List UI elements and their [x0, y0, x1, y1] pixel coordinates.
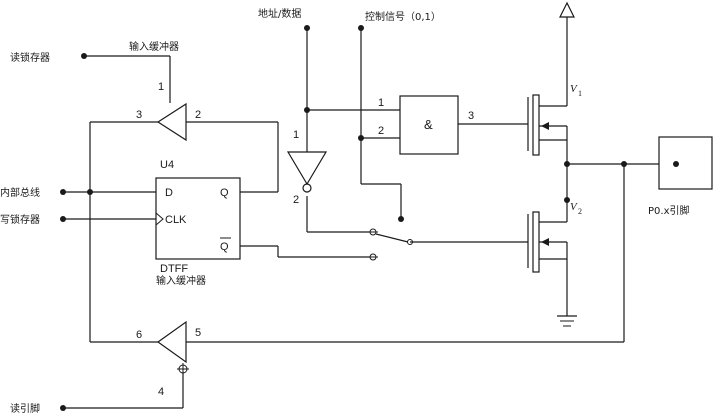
- pin-label-qbar: Q: [220, 241, 229, 253]
- label-addr-data: 地址/数据: [258, 7, 301, 20]
- label-internal-bus: 内部总线: [0, 186, 40, 199]
- junction-bus: [87, 189, 93, 195]
- pin-label-d: D: [165, 187, 173, 199]
- pin-num-buf-bot-4: 4: [158, 386, 164, 398]
- terminal-read-latch: [81, 53, 87, 59]
- pin-num-buf-top-1: 1: [158, 81, 164, 93]
- switch-control-dot: [398, 216, 404, 222]
- and-symbol: &: [424, 117, 433, 132]
- label-read-pin: 读引脚: [10, 402, 40, 415]
- junction-v-node: [564, 161, 570, 167]
- label-control-signal: 控制信号（0,1）: [365, 10, 441, 23]
- wires: [63, 17, 659, 409]
- label-write-latch: 写锁存器: [0, 213, 40, 226]
- pin-num-and-3: 3: [468, 110, 474, 122]
- terminal-write-latch: [60, 216, 66, 222]
- pin-num-buf-bot-6: 6: [136, 329, 142, 341]
- junction-addr: [304, 107, 310, 113]
- label-v1: V: [570, 83, 578, 95]
- vcc-symbol: [559, 1, 575, 18]
- pin-num-buf-bot-5: 5: [195, 327, 201, 339]
- inverter: [286, 151, 328, 193]
- label-input-buffer-top: 输入缓冲器: [129, 40, 179, 53]
- clk-triangle: [155, 212, 164, 226]
- terminal-addr-data: [304, 25, 310, 31]
- output-pin: [658, 136, 713, 190]
- mosfet-v1: [527, 94, 568, 156]
- pin-num-and-1: 1: [378, 97, 384, 109]
- label-v2-sub: 2: [578, 207, 582, 216]
- terminal-control: [358, 25, 364, 31]
- d-flip-flop: [155, 177, 241, 260]
- label-v1-sub: 1: [578, 89, 582, 98]
- terminal-internal-bus: [60, 189, 66, 195]
- mosfet-v2: [527, 211, 568, 273]
- mux-switch: [368, 228, 413, 261]
- label-dtff: DTFF: [160, 263, 188, 275]
- labels: 读锁存器 输入缓冲器 内部总线 写锁存器 读引脚 地址/数据 控制信号（0,1）…: [0, 7, 690, 415]
- junction-ctrl: [358, 135, 364, 141]
- pin-num-inv-2: 2: [293, 194, 299, 206]
- pin-num-and-2: 2: [378, 125, 384, 137]
- label-output-pin: P0.x引脚: [648, 204, 690, 217]
- buffer-bottom: [156, 320, 189, 375]
- buffer-top: [156, 102, 187, 142]
- pin-num-inv-1: 1: [293, 129, 299, 141]
- label-chip-u4: U4: [160, 159, 174, 171]
- label-input-buffer-bottom: 输入缓冲器: [156, 274, 206, 287]
- and-gate: [399, 95, 459, 155]
- junction-v2-drain: [564, 197, 570, 203]
- label-read-latch: 读锁存器: [10, 51, 50, 64]
- pin-label-clk: CLK: [165, 214, 187, 226]
- terminal-read-pin: [60, 405, 66, 411]
- pin-num-buf-top-3: 3: [136, 109, 142, 121]
- pin-label-q: Q: [220, 187, 229, 199]
- junction-pin: [621, 161, 627, 167]
- junctions: [60, 25, 627, 411]
- switch-blade: [375, 233, 409, 243]
- label-v2: V: [570, 201, 578, 213]
- pin-num-buf-top-2: 2: [195, 109, 201, 121]
- ground-symbol: [557, 315, 577, 327]
